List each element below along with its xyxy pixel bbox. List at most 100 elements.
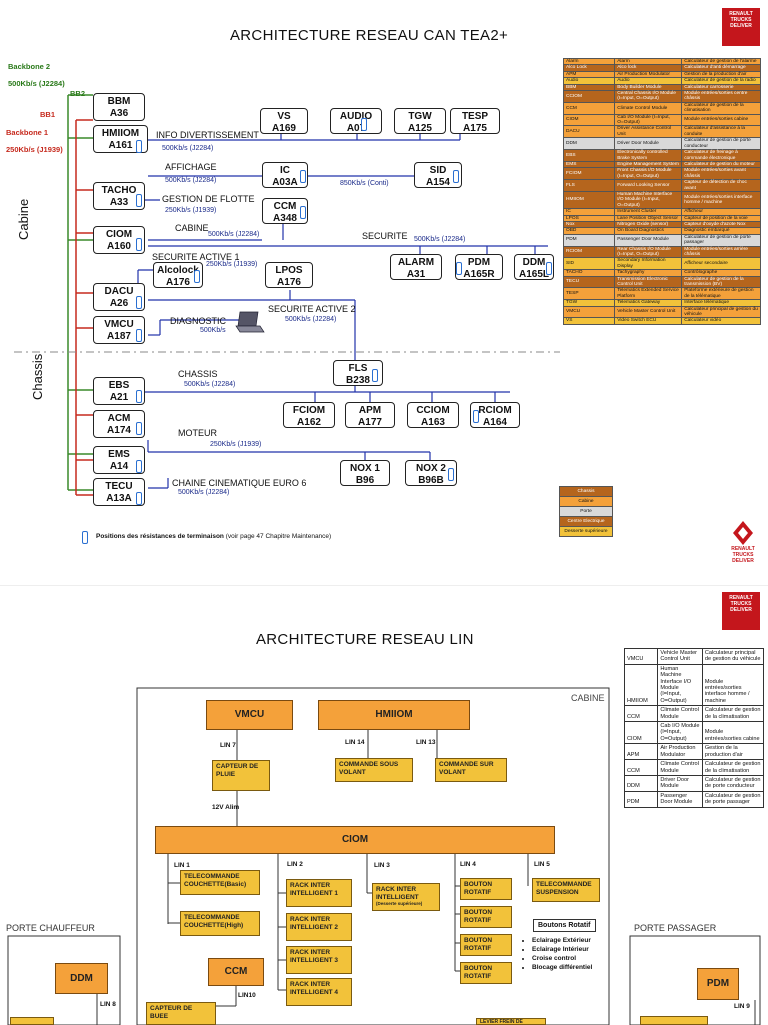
porte-passager-label: PORTE PASSAGER	[634, 923, 717, 933]
lin-legend-cell: VMCU	[623, 648, 659, 665]
termination-resistor-icon	[136, 296, 142, 309]
commande-sur-volant-box: COMMANDE SUR VOLANT	[435, 758, 507, 782]
legend-cell: HMIIOM	[562, 190, 616, 210]
legend-cell: LPOS	[562, 214, 616, 223]
legend-cell: Telematics Gateway	[614, 299, 683, 307]
legend-cell: TGW	[562, 299, 616, 307]
zone-chassis-label: Chassis	[30, 353, 45, 400]
termination-resistor-icon	[361, 118, 367, 131]
color-key-row: Chassis	[559, 486, 613, 497]
legend-cell: OBD	[562, 227, 616, 235]
termination-resistor-icon	[136, 390, 142, 403]
lin-legend-cell: CCM	[623, 759, 659, 776]
legend-cell: Front Chassis I/O Module (I=Input, O=Out…	[614, 167, 683, 181]
legend-cell: EMS	[562, 160, 616, 169]
legend-cell: CIOM	[562, 113, 616, 127]
lin-legend-cell: Module entrées/sorties cabine	[701, 721, 765, 745]
rack4-box: RACK INTER INTELLIGENT 4	[286, 978, 352, 1006]
lin-ddm-box: DDM	[55, 963, 108, 994]
renault-diamond-icon	[733, 521, 753, 545]
lin-legend-cell: Climate Control Module	[657, 759, 703, 776]
lin-legend-cell: Calculateur de gestion de porte conducte…	[701, 774, 765, 792]
legend-cell: Capteur de position de la voie	[681, 214, 761, 223]
legend-cell: Passenger Door Module	[614, 233, 683, 247]
bus-affichage-label: AFFICHAGE	[165, 162, 217, 172]
lin-legend-cell: Calculateur de gestion de la climatisati…	[701, 705, 765, 723]
legend-cell: Central Chassis I/O Module (I=Input, O=O…	[614, 90, 683, 103]
bus-moteur-label: MOTEUR	[178, 428, 217, 438]
legend-cell: Driver Door Module	[614, 137, 683, 151]
backbone1-speed: 250Kb/s (J1939)	[6, 145, 63, 154]
lin9-label: LIN 9	[734, 1003, 750, 1010]
legend-cell: Calculateur de gestion de porte passager	[681, 233, 761, 247]
legend-cell: Lane Position Object Sensor	[614, 214, 683, 223]
color-key-row: Desserte supérieure	[559, 526, 613, 537]
termination-resistor-icon	[473, 410, 479, 423]
legend-cell: Vehicle Master Control Unit	[614, 305, 683, 319]
lin-legend-cell: Module entrées/sorties interface homme /…	[701, 663, 765, 707]
cabine-label: CABINE	[571, 693, 605, 703]
lin5-label: LIN 5	[534, 861, 550, 868]
bus-diag-speed: 500Kb/s	[200, 327, 226, 334]
legend-cell: Calculateur de gestion de porte conducte…	[681, 137, 761, 151]
lin-legend-cell: Gestion de la production d'air	[701, 743, 765, 761]
lin-legend-cell: APM	[623, 743, 659, 761]
legend-cell: IC	[562, 208, 616, 216]
lin-legend-cell: CCM	[623, 705, 659, 723]
legend-cell: Capteur d'oxyde d'azote Nox	[681, 220, 761, 229]
bus-moteur-speed: 250Kb/s (J1939)	[210, 441, 262, 448]
lin14-label: LIN 14	[345, 739, 365, 746]
bouton-rotatif-4: BOUTON ROTATIF	[460, 962, 512, 984]
color-key-row: Porte	[559, 506, 613, 517]
telecommande-basic-box: TELECOMMANDE COUCHETTE(Basic)	[180, 870, 260, 895]
legend-cell: Electronically controlled Brake System	[614, 149, 683, 162]
lin-legend-cell: Climate Control Module	[657, 705, 703, 723]
renault-logo-top: RENAULT TRUCKS DELIVER	[722, 8, 760, 46]
termination-resistor-icon	[136, 194, 142, 207]
bus-securite-label: SECURITE	[362, 231, 408, 241]
boutons-rotatif-title: Boutons Rotatif	[533, 919, 596, 932]
termination-resistor-icon	[136, 140, 142, 153]
legend-cell: FLS	[562, 179, 616, 192]
bus-cabine-speed: 500Kb/s (J2284)	[208, 231, 260, 238]
boutons-list-item: Eclairage Extérieur	[532, 936, 592, 945]
bus-secact1-speed: 250Kb/s (J1939)	[206, 261, 258, 268]
legend-cell: TECU	[562, 275, 616, 289]
lin-legend-cell: Passenger Door Module	[657, 790, 703, 808]
legend-cell: Calculateur de gestion de l'alarme	[681, 57, 761, 66]
bus-affichage-speed: 500Kb/s (J2284)	[165, 177, 217, 184]
page-title: ARCHITECTURE RESEAU CAN TEA2+	[230, 27, 509, 44]
bus-conti-speed: 850Kb/s (Conti)	[340, 180, 389, 187]
alim-label: 12V Alim	[212, 804, 240, 811]
termination-resistor-icon	[300, 170, 306, 183]
lin-legend-cell: Calculateur principal de gestion du véhi…	[701, 648, 765, 665]
lin-hmiiom-box: HMIIOM	[318, 700, 470, 730]
bus-secact2-speed: 500Kb/s (J2284)	[285, 316, 337, 323]
lin2-label: LIN 2	[287, 861, 303, 868]
lin7-label: LIN 7	[220, 742, 236, 749]
lin4-label: LIN 4	[460, 861, 476, 868]
termination-resistor-icon	[136, 329, 142, 342]
termination-resistor-icon	[546, 262, 552, 275]
